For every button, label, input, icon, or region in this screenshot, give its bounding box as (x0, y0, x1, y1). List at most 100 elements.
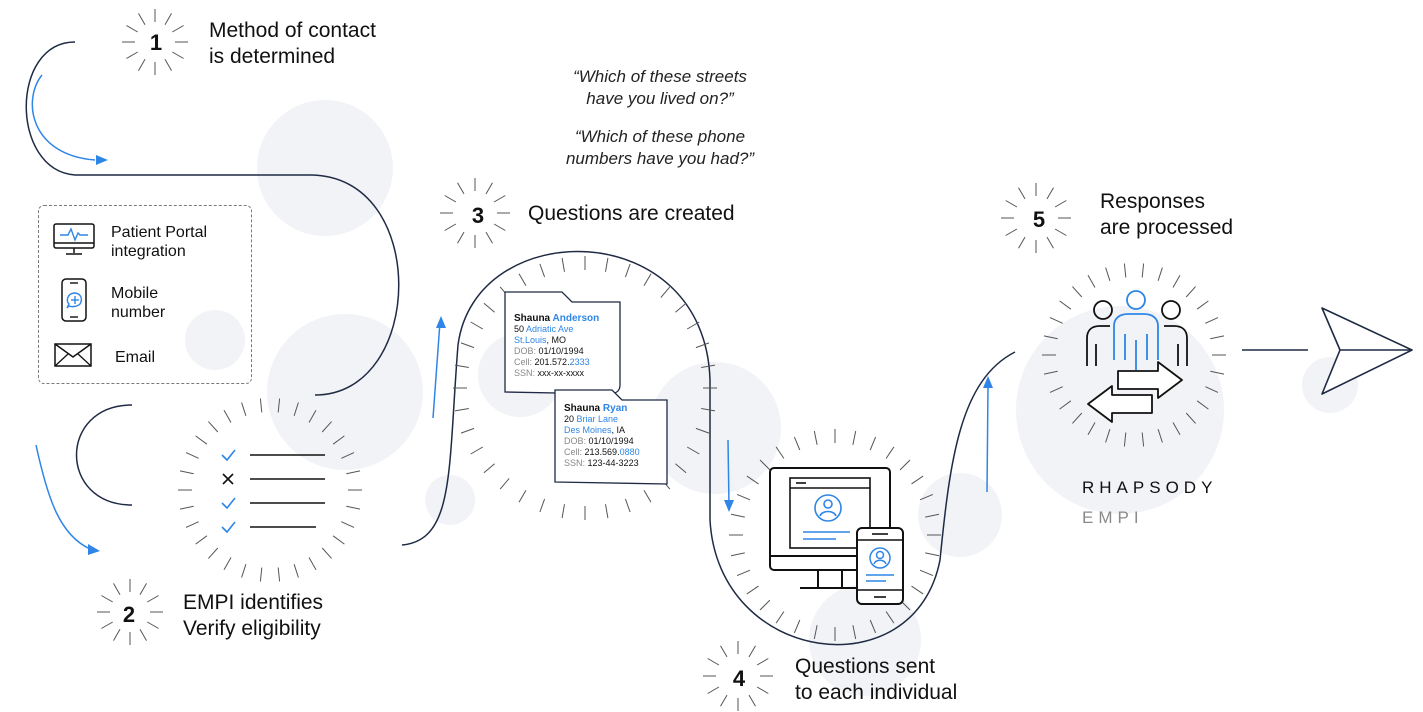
step-1-number: 1 (149, 30, 163, 55)
sunburst-tick (759, 459, 771, 471)
card-1-city: St.Louis (514, 335, 547, 345)
sunburst-tick (454, 364, 469, 368)
sunburst-tick (485, 231, 493, 244)
sunburst-tick (643, 489, 652, 503)
sunburst-tick (1196, 300, 1209, 310)
sunburst-tick (241, 564, 247, 578)
step-3-number: 3 (471, 203, 485, 228)
sunburst-tick (1123, 263, 1127, 278)
sunburst-tick (1172, 275, 1181, 288)
card-1-street-number: 50 (514, 324, 525, 334)
sunburst-tick (1087, 422, 1096, 435)
sunburst-tick (675, 463, 687, 474)
arrow-head-icon (96, 155, 108, 165)
sunburst-tick (925, 552, 940, 557)
sunburst-tick (1059, 300, 1072, 310)
sunburst-tick (1205, 386, 1219, 393)
check-icon (221, 497, 236, 510)
sunburst-tick (793, 619, 801, 634)
sunburst-tick (624, 263, 631, 278)
card-2-city: Des Moines (564, 425, 612, 435)
sunburst-tick (748, 645, 756, 658)
sunburst-tick (686, 446, 700, 455)
card-2-ssn-label: SSN: (564, 458, 586, 468)
step-2-number: 2 (122, 602, 136, 627)
sunburst-tick (1059, 400, 1072, 410)
sunburst-tick (277, 567, 281, 582)
sunburst-tick (1043, 370, 1058, 375)
sunburst-tick (332, 435, 345, 445)
sunburst-tick (720, 694, 728, 707)
sunburst-tick (775, 611, 785, 624)
question-example-2: “Which of these phone numbers have you h… (520, 126, 800, 170)
devices-icon (769, 467, 904, 605)
sunburst-tick (1072, 412, 1083, 424)
sunburst-tick (1005, 228, 1018, 236)
sunburst-tick (518, 489, 527, 503)
step-1-label: Method of contact is determined (209, 18, 376, 70)
sunburst-tick (101, 595, 113, 603)
sunburst-tick (736, 493, 751, 501)
sunburst-tick (1072, 286, 1083, 298)
brand-product: EMPI (1082, 508, 1144, 527)
sunburst-tick (277, 398, 281, 413)
sunburst-tick (1157, 267, 1163, 281)
sunburst-tick (126, 25, 138, 33)
sunburst-tick (1043, 335, 1058, 340)
sunburst-tick (730, 552, 745, 557)
sunburst-tick (1172, 422, 1181, 435)
contact-mobile-line2: number (111, 303, 166, 321)
sunburst-tick (1205, 317, 1219, 324)
card-2-street-number: 20 (564, 414, 575, 424)
sunburst-tick (460, 342, 475, 349)
sunburst-tick (179, 470, 194, 475)
card-1-dob-label: DOB: (514, 346, 537, 356)
question-2-line2: numbers have you had?” (565, 149, 755, 168)
sunburst-tick (730, 513, 745, 518)
question-2-line1: “Which of these phone (574, 127, 746, 146)
sunburst-tick (185, 521, 199, 528)
sunburst-tick (919, 493, 934, 501)
sunburst-tick (1018, 236, 1026, 249)
step-4-label: Questions sent to each individual (795, 654, 957, 706)
step-2-label: EMPI identifies Verify eligibility (183, 590, 323, 642)
sunburst-tick (223, 410, 232, 423)
sunburst-tick (195, 535, 208, 545)
sunburst-tick (885, 446, 895, 459)
sunburst-tick (852, 430, 857, 445)
sunburst-tick (460, 427, 475, 434)
monitor-icon (53, 222, 95, 261)
sunburst-tick (1049, 386, 1063, 393)
sunburst-tick (919, 569, 934, 577)
sunburst-tick (499, 478, 510, 490)
record-card-anderson: Shauna Anderson 50 Adriatic Ave St.Louis… (514, 313, 599, 379)
sunburst-tick (813, 430, 818, 445)
card-1-cell-label: Cell: (514, 357, 533, 367)
step-5-label-line1: Responses (1100, 190, 1206, 213)
card-1-street: Adriatic Ave (526, 324, 574, 334)
sunburst-tick (195, 435, 208, 445)
step-2-label-line1: EMPI identifies (183, 591, 324, 614)
sunburst-tick (470, 446, 484, 455)
step-5-number: 5 (1032, 207, 1046, 232)
sunburst-tick (138, 13, 146, 25)
arrow-head-icon (983, 376, 993, 388)
sunburst-tick (457, 182, 465, 195)
sunburst-tick (869, 619, 877, 634)
sunburst-tick (1046, 187, 1054, 200)
sunburst-tick (925, 513, 940, 518)
sunburst-tick (899, 459, 911, 471)
sunburst-tick (164, 59, 172, 71)
sunburst-tick (308, 557, 317, 570)
contact-method-mobile: Mobile number (53, 278, 165, 327)
sunburst-tick (483, 463, 495, 474)
brand-name: RHAPSODY (1082, 478, 1218, 497)
sunburst-tick (1185, 286, 1196, 298)
people-exchange-icon (1086, 290, 1188, 423)
paper-plane-icon (1321, 307, 1413, 395)
sunburst-tick (1196, 400, 1209, 410)
sunburst-tick (756, 686, 769, 694)
card-2-cell-prefix: 213.569. (584, 447, 620, 457)
sunburst-tick (341, 521, 355, 528)
question-example-1: “Which of these streets have you lived o… (520, 66, 800, 110)
